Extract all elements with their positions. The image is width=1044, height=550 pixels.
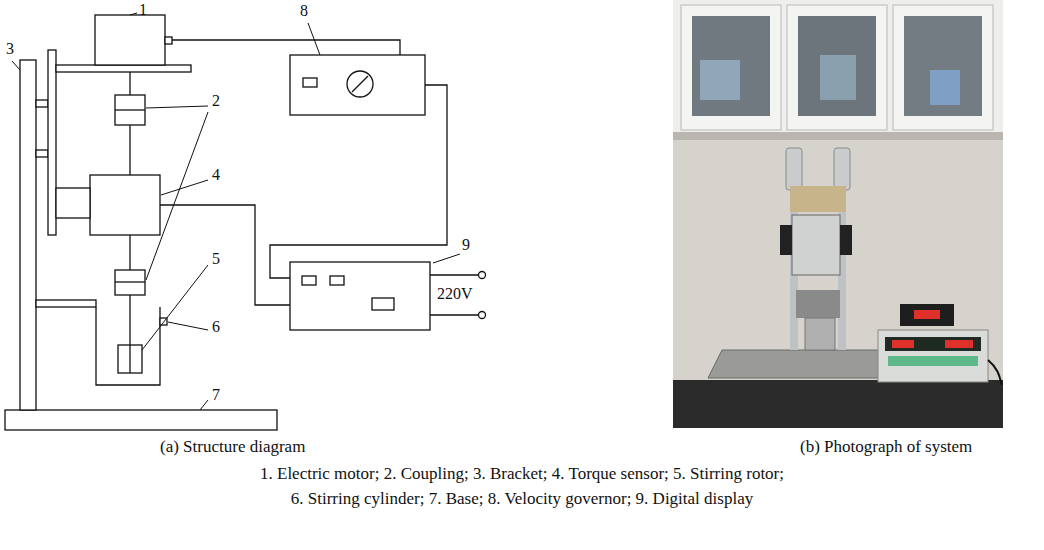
digital-display [290, 262, 430, 330]
governor-digits [914, 310, 940, 319]
device-base [708, 350, 896, 378]
cabinet-glass-tint [820, 55, 856, 100]
cabinet-door [893, 5, 993, 130]
sensor-clamp [840, 225, 852, 255]
coupling-joint [115, 281, 145, 282]
leader-line [161, 180, 208, 195]
rotor-blade [129, 345, 130, 373]
display-strip [888, 356, 978, 366]
cabinet-glass [798, 16, 876, 116]
leader-line [168, 322, 208, 330]
wire [160, 205, 290, 305]
terminal [479, 312, 486, 319]
display-digits [945, 340, 973, 348]
bracket-arm [36, 100, 48, 107]
shaft [129, 72, 130, 95]
slider-plate [48, 50, 56, 235]
display-digits [892, 340, 914, 348]
leader-line [130, 13, 137, 15]
display-window [330, 276, 344, 285]
motor-connector [165, 37, 172, 44]
shaft [129, 235, 130, 270]
callout-number: 4 [212, 166, 220, 184]
subfigure-caption: (b) Photograph of system [800, 438, 972, 457]
leader-line [12, 61, 20, 70]
bracket [20, 60, 36, 410]
subfigure-caption: (a) Structure diagram [160, 438, 305, 457]
callout-number: 1 [139, 1, 147, 19]
governor-switch [303, 78, 317, 87]
torque-sensor [90, 175, 160, 235]
bracket-arm [36, 300, 96, 307]
display-window [302, 276, 316, 285]
callout-number: 8 [300, 2, 308, 20]
motor-block [790, 186, 846, 212]
cabinet-door [787, 5, 887, 130]
callout-number: 6 [212, 318, 220, 336]
leader-lines [12, 13, 460, 410]
display-panel [885, 337, 981, 351]
governor-box [900, 304, 954, 326]
leader-line [308, 23, 320, 55]
terminal [479, 272, 486, 279]
leader-line [142, 265, 208, 350]
cylinder [805, 318, 835, 350]
shaft [129, 125, 130, 175]
velocity-governor [290, 55, 425, 115]
callout-number: 7 [212, 386, 220, 404]
wire [430, 314, 478, 315]
table [673, 380, 1003, 428]
rod-cap [834, 148, 850, 190]
callout-number: 2 [212, 92, 220, 110]
stirring-cylinder [96, 307, 160, 385]
bracket-arm [36, 150, 48, 157]
callout-number: 5 [212, 250, 220, 268]
part-list: 6. Stirring cylinder; 7. Base; 8. Veloci… [0, 490, 1044, 509]
sensor-mount [56, 188, 90, 218]
leader-line [200, 400, 208, 410]
part-list: 1. Electric motor; 2. Coupling; 3. Brack… [0, 465, 1044, 484]
coupling [115, 270, 145, 295]
cable [988, 360, 1002, 385]
shaft [129, 295, 130, 345]
knob-slot [352, 76, 368, 92]
governor-knob [347, 71, 373, 97]
motor-plate [56, 65, 191, 72]
coupling [115, 95, 145, 125]
leader-line [146, 106, 208, 108]
cabinet-door [681, 5, 781, 130]
wires [160, 40, 478, 315]
wire [430, 274, 478, 275]
leader-line [146, 112, 208, 280]
cabinet-glass [692, 16, 770, 116]
sensor-clamp [780, 225, 792, 255]
callout-number: 3 [6, 40, 14, 58]
cabinet-glass-tint [930, 70, 960, 105]
display-window [372, 298, 394, 310]
display-unit [878, 330, 988, 382]
callout-number: 9 [462, 236, 470, 254]
cabinet-shadow [673, 132, 1003, 140]
coupling-joint [115, 109, 145, 110]
electric-motor [95, 15, 165, 65]
rod-cap [786, 148, 802, 190]
wall [673, 140, 1003, 380]
base [5, 410, 277, 430]
wire [172, 40, 400, 55]
cabinet-glass-tint [700, 60, 740, 100]
lower-holder [796, 290, 840, 318]
wire [270, 85, 447, 278]
structure-diagram [5, 13, 486, 430]
sensor-body [792, 215, 840, 275]
photo-ground [673, 0, 1003, 428]
cabinet [673, 0, 1003, 138]
voltage-label: 220V [437, 285, 473, 303]
lab-photo [673, 0, 1003, 428]
cabinet-glass [904, 16, 982, 116]
stirring-rotor [118, 345, 142, 373]
leader-line [433, 254, 460, 263]
